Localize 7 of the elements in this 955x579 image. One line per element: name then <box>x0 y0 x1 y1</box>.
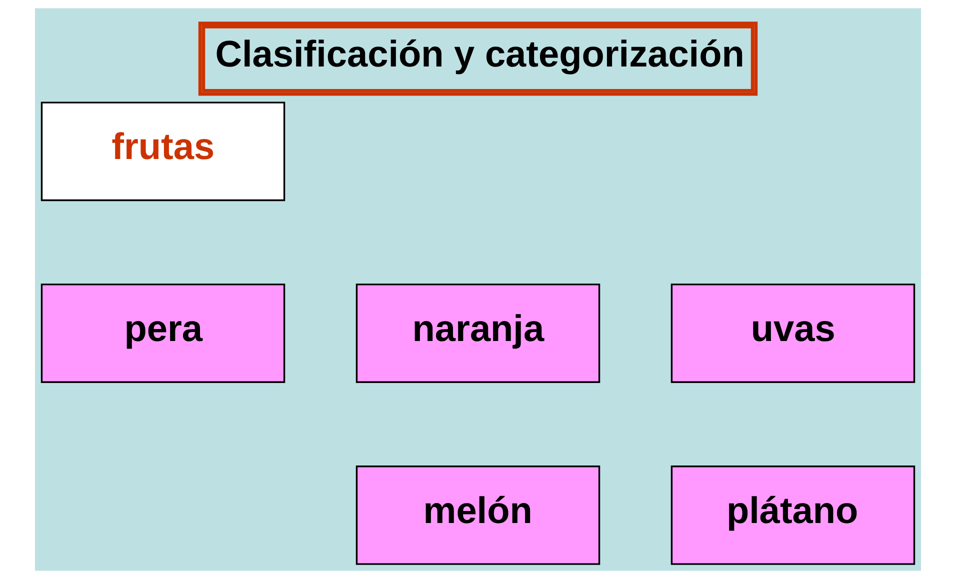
node-box: frutas <box>40 102 285 202</box>
diagram-title: Clasificación y categorización <box>214 32 744 74</box>
node-box: naranja <box>355 284 600 383</box>
node-box: uvas <box>670 284 915 383</box>
node-box: melón <box>355 466 600 565</box>
node-box: plátano <box>670 466 915 565</box>
node-box: pera <box>40 284 285 383</box>
